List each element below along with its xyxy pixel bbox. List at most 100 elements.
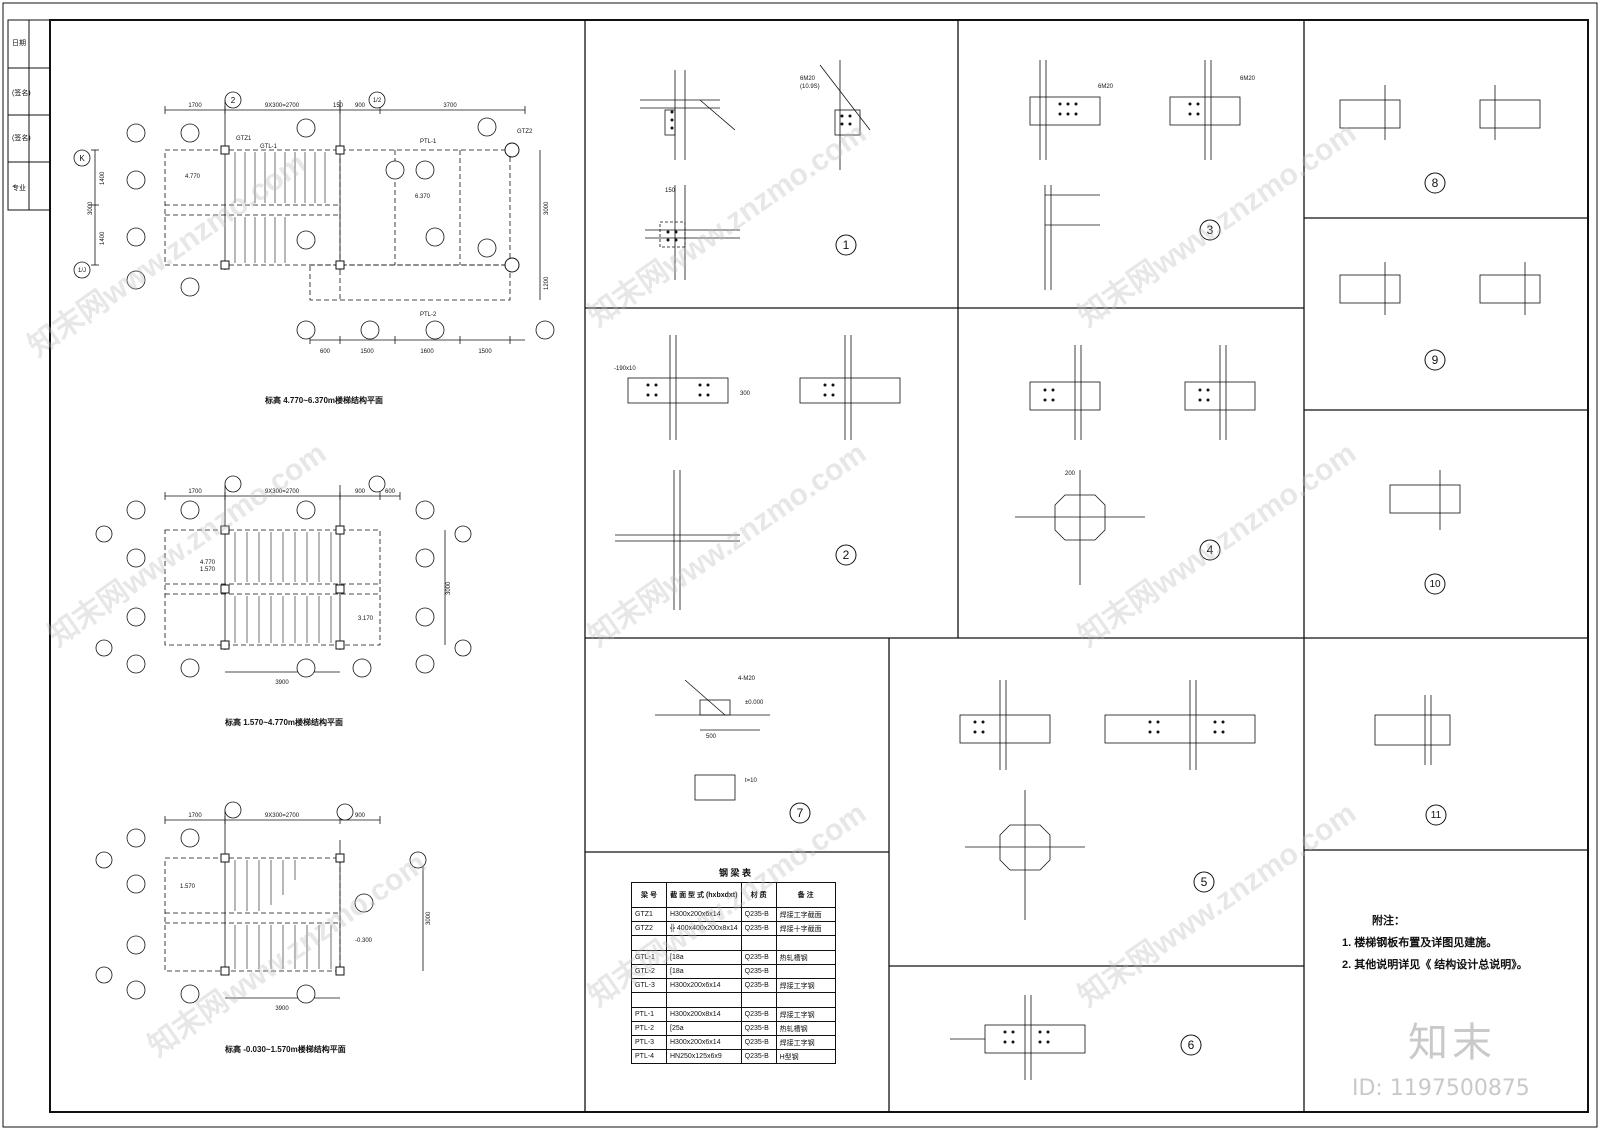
detail-2-drawing — [615, 335, 901, 610]
plan-1-level-1: 4.770 — [185, 174, 201, 180]
cell: PTL-4 — [631, 1049, 667, 1064]
plan-1-caption: 标高 4.770~6.370m楼梯结构平面 — [264, 395, 383, 405]
plan-3-level-1: 1.570 — [180, 884, 196, 890]
cell: Q235-B — [740, 964, 777, 979]
plan-1-dimb-2: 1500 — [360, 349, 374, 355]
plan-1-label-gtz1: GTZ1 — [236, 136, 252, 142]
plan-2 — [164, 485, 446, 673]
detail-1-number: 1 — [843, 238, 850, 252]
detail-7-level: ±0.000 — [745, 700, 764, 706]
plan-1-dim-4: 900 — [355, 103, 366, 109]
plan-1-dimb-3: 1600 — [420, 349, 434, 355]
detail-2-bolts — [646, 383, 835, 397]
detail-7-number: 7 — [797, 806, 804, 820]
plan-1-dims-6: 1200 — [544, 276, 550, 290]
plan-1-dims-1: 1400 — [100, 171, 106, 185]
plan-2-level-3: 3.170 — [358, 616, 374, 622]
detail-7-bolt: 4-M20 — [738, 676, 756, 682]
cell: Q235-B — [740, 1021, 777, 1036]
cell: HN250x125x6x9 — [666, 1049, 742, 1064]
detail-11-marker — [1425, 804, 1447, 826]
title-strip-c1: 日期 — [12, 39, 26, 47]
detail-8-marker — [1424, 172, 1446, 194]
cell — [775, 935, 836, 951]
cell: PTL-3 — [631, 1035, 667, 1050]
detail-4-number: 4 — [1207, 543, 1214, 557]
plan-2-dim-5: 900 — [355, 489, 366, 495]
note-item: 2. 其他说明详见《 结构设计总说明》。 — [1342, 959, 1528, 971]
detail-3-bolt-b: 6M20 — [1240, 76, 1256, 82]
plan-1-stairs — [234, 152, 326, 263]
cell: H型钢 — [775, 1049, 836, 1064]
col-header: 备 注 — [775, 882, 836, 908]
panel-grid — [584, 20, 1588, 1112]
plan-1-label-gtl1: GTL-1 — [260, 144, 278, 150]
col-header: 截 面 型 式 (hxbxdxt) — [666, 882, 742, 908]
detail-3-bolts — [1058, 102, 1200, 116]
notes: 附注： 1. 楼梯钢板布置及详图见建施。 2. 其他说明详见《 结构设计总说明》… — [1322, 910, 1528, 976]
cell: [18a — [666, 964, 742, 979]
detail-6-drawing — [950, 995, 1086, 1080]
cell — [631, 992, 667, 1008]
cell: Q235-B — [740, 1049, 777, 1064]
detail-7-t: t=10 — [745, 778, 758, 784]
plan-1-dims-5: 3000 — [544, 201, 550, 215]
note-item: 1. 楼梯钢板布置及详图见建施。 — [1342, 937, 1498, 949]
cell: H300x200x6x14 — [666, 978, 742, 993]
image-id-label: ID: 1197500875 — [1352, 1076, 1530, 1101]
steel-table-title: 钢 梁 表 — [719, 867, 752, 878]
detail-2-plate: -190x10 — [614, 366, 636, 372]
detail-4-marker — [1199, 539, 1221, 561]
plan-1-label-gtz2: GTZ2 — [517, 129, 533, 135]
cell: 热轧槽钢 — [775, 1021, 836, 1036]
detail-4-dim200: 200 — [1065, 471, 1076, 477]
plan-3-columns — [220, 853, 345, 976]
detail-10-drawing — [1389, 470, 1461, 530]
plan-2-columns — [220, 525, 345, 650]
detail-2-dim300: 300 — [740, 391, 751, 397]
plan-3-callouts — [95, 801, 427, 1004]
cell — [740, 935, 777, 951]
plan-1-dimb-1: 600 — [320, 349, 331, 355]
detail-11-drawing — [1374, 695, 1451, 765]
cell: Q235-B — [740, 1035, 777, 1050]
plan-1-dim-3: 150 — [333, 103, 344, 109]
plan-2-dims: 3000 — [446, 581, 452, 595]
plan-1-columns — [220, 142, 520, 273]
title-strip-c3: (签名) — [12, 133, 31, 142]
detail-11-number: 11 — [1431, 810, 1442, 821]
detail-1-bolts — [666, 110, 852, 242]
cell: 焊接十字截面 — [775, 921, 836, 936]
plan-2-dim-3: 9X300=2700 — [265, 489, 300, 495]
plan-1-dim-2: 9X300=2700 — [265, 103, 300, 109]
cell: Q235-B — [740, 950, 777, 965]
plan-1-dims-3: 1400 — [100, 231, 106, 245]
col-header: 梁 号 — [631, 882, 667, 908]
detail-8-number: 8 — [1432, 176, 1439, 190]
cell: 焊接工字钢 — [775, 1007, 836, 1022]
detail-9-marker — [1424, 349, 1446, 371]
cell — [740, 992, 777, 1008]
cell: 热轧槽钢 — [775, 950, 836, 965]
plan-1-axis-1-2: 1/2 — [373, 98, 382, 104]
cell: Q235-B — [740, 921, 777, 936]
detail-4-drawing — [1015, 345, 1256, 585]
cell: [25a — [666, 1021, 742, 1036]
cell: Q235-B — [740, 978, 777, 993]
detail-3-bolt: 6M20 — [1098, 84, 1114, 90]
detail-5-drawing — [959, 680, 1256, 920]
plan-1-label-ptl2: PTL-2 — [420, 312, 437, 318]
plan-1 — [91, 100, 541, 344]
detail-9-drawing — [1339, 262, 1541, 315]
detail-5-bolts — [973, 720, 1225, 734]
detail-1-marker — [835, 234, 857, 256]
plan-2-level-2: 1.570 — [200, 567, 216, 573]
detail-10-marker — [1424, 573, 1446, 595]
plan-1-axis-2: 2 — [231, 96, 236, 105]
